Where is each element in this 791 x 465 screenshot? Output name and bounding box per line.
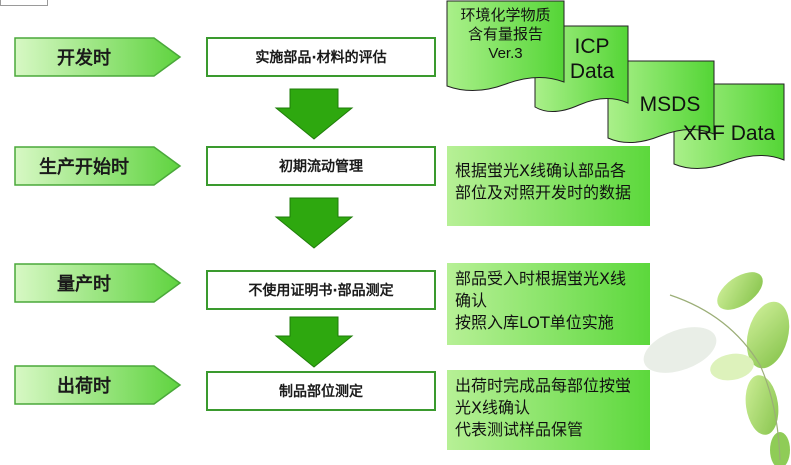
doc-line: MSDS xyxy=(639,93,701,116)
down-arrow-icon xyxy=(274,197,354,249)
phase-development: 开发时 xyxy=(14,37,182,77)
phase-chevron-shape xyxy=(14,37,182,77)
down-arrow-icon xyxy=(274,88,354,140)
documents-stack xyxy=(446,0,785,169)
phase-chevron-shape xyxy=(14,365,182,405)
phase-chevron-shape xyxy=(14,263,182,303)
phase-label: 量产时 xyxy=(57,274,111,295)
phase-label: 出荷时 xyxy=(57,376,111,397)
leaves-decoration xyxy=(643,272,790,465)
doc-line: Data xyxy=(569,60,615,83)
document-env-report: 环境化学物质 含有量报告 Ver.3 xyxy=(447,6,564,63)
note-line: 确认 xyxy=(455,291,488,310)
doc-line: ICP xyxy=(574,35,610,58)
phase-label: 生产开始时 xyxy=(39,157,129,178)
doc-line: XRF Data xyxy=(682,122,776,145)
step-initial-flow-management: 初期流动管理 xyxy=(206,146,436,186)
note-line: 按照入库LOT单位实施 xyxy=(455,313,614,332)
leaf-icon xyxy=(746,301,790,369)
note-line: 光X线确认 xyxy=(455,398,530,417)
document-xrf: XRF Data xyxy=(674,121,784,146)
document-msds-shape xyxy=(607,60,715,143)
document-msds: MSDS xyxy=(630,92,710,117)
phase-shipment: 出荷时 xyxy=(14,365,182,405)
phase-chevron-shape xyxy=(14,146,182,186)
doc-line: 含有量报告 xyxy=(467,26,543,43)
doc-line: Ver.3 xyxy=(488,45,523,62)
leaf-icon xyxy=(717,272,763,310)
phase-production-start: 生产开始时 xyxy=(14,146,182,186)
down-arrow-icon xyxy=(274,316,354,368)
note-shipment: 出荷时完成品每部位按蛍 光X线确认 代表测试样品保管 xyxy=(447,370,650,450)
step-certificate-part-measurement: 不使用证明书·部品测定 xyxy=(206,270,436,310)
document-icp: ICP Data xyxy=(562,34,622,84)
leaf-icon xyxy=(745,375,779,435)
note-line: 代表测试样品保管 xyxy=(455,420,584,439)
document-env-report-shape xyxy=(446,0,565,91)
top-left-frame xyxy=(0,0,48,6)
phase-label: 开发时 xyxy=(57,48,111,69)
note-line: 出荷时完成品每部位按蛍 xyxy=(455,376,632,395)
step-evaluation: 实施部品·材料的评估 xyxy=(206,37,436,77)
doc-line: 环境化学物质 xyxy=(460,7,551,24)
phase-mass-production: 量产时 xyxy=(14,263,182,303)
note-production-start: 根据蛍光X线确认部品各 部位及对照开发时的数据 xyxy=(447,146,650,226)
note-line: 部位及对照开发时的数据 xyxy=(455,183,632,202)
note-mass-production: 部品受入时根据蛍光X线 确认 按照入库LOT单位实施 xyxy=(447,263,650,345)
leaf-icon xyxy=(770,432,790,465)
leaf-icon xyxy=(643,327,717,373)
note-line: 部品受入时根据蛍光X线 xyxy=(455,269,626,288)
step-product-part-measurement: 制品部位测定 xyxy=(206,371,436,411)
leaf-icon xyxy=(710,353,754,381)
note-line: 根据蛍光X线确认部品各 xyxy=(455,161,626,180)
leaf-stem xyxy=(669,294,781,461)
